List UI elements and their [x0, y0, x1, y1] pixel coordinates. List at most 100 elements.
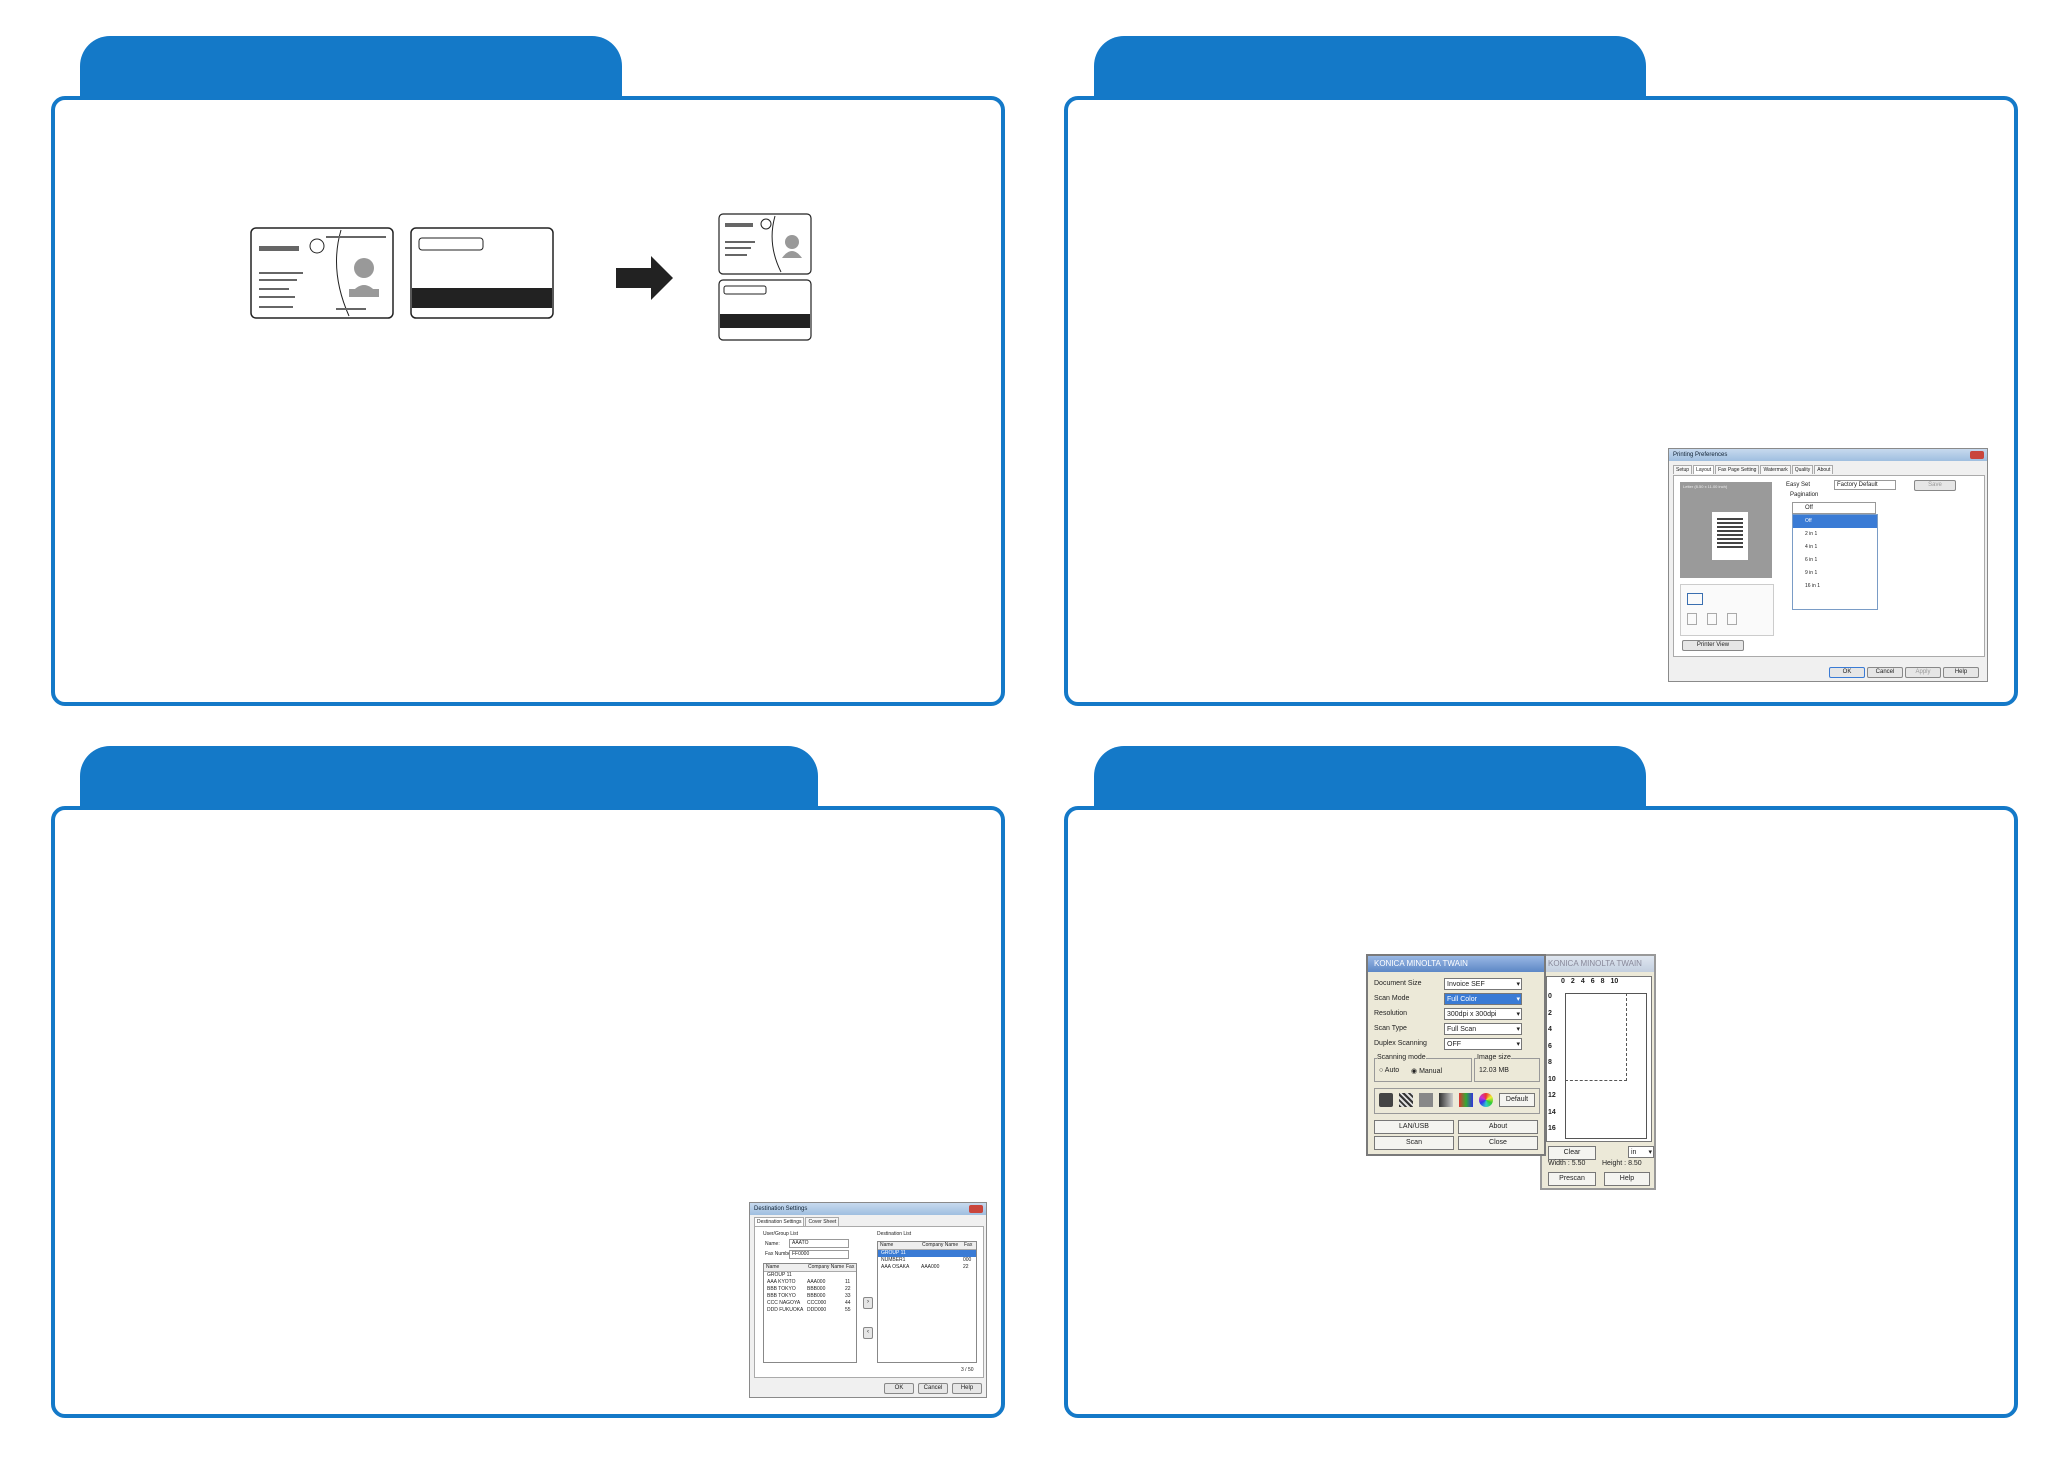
pagination-option[interactable]: Off	[1793, 515, 1877, 528]
unit-select[interactable]: in	[1628, 1146, 1654, 1158]
width-readout: Width : 5.50	[1548, 1160, 1586, 1167]
tab-body: Letter (8.50 x 11.00 inch) Printer View …	[1673, 475, 1985, 657]
destination-count: 3 / 50	[961, 1367, 974, 1373]
image-size-group: Image size 12.03 MB	[1474, 1054, 1540, 1082]
close-icon[interactable]	[969, 1205, 983, 1213]
scan-button[interactable]: Scan	[1374, 1136, 1454, 1150]
scan-mode-label: Scan Mode	[1374, 995, 1410, 1002]
tab-body: User/Group List Name: AAATO Fax Number: …	[754, 1226, 984, 1378]
pagination-option[interactable]: 6 in 1	[1805, 557, 1818, 563]
close-icon[interactable]	[1970, 451, 1984, 459]
sharpness-icon[interactable]	[1399, 1093, 1413, 1107]
prescan-button[interactable]: Prescan	[1548, 1172, 1596, 1186]
window-title: Printing Preferences	[1673, 452, 1728, 458]
help-button[interactable]: Help	[1604, 1172, 1650, 1186]
pagination-option[interactable]: 2 in 1	[1805, 531, 1818, 537]
auto-radio[interactable]: ○ Auto	[1379, 1067, 1400, 1074]
save-button[interactable]: Save	[1914, 480, 1956, 491]
clear-button[interactable]: Clear	[1548, 1146, 1596, 1160]
column-header[interactable]: Fax	[964, 1242, 973, 1248]
id-card-front-small-icon	[718, 213, 812, 275]
easy-set-select[interactable]: Factory Default	[1834, 480, 1896, 490]
printer-icon	[1687, 593, 1703, 605]
magnetic-stripe-card-small-icon	[718, 279, 812, 341]
pagination-option[interactable]: 4 in 1	[1805, 544, 1818, 550]
apply-button[interactable]: Apply	[1905, 667, 1941, 678]
tab-about[interactable]: About	[1814, 465, 1834, 474]
density-icon[interactable]	[1439, 1093, 1453, 1107]
tab-destination-settings[interactable]: Destination Settings	[754, 1217, 805, 1226]
right-arrow-icon	[616, 256, 673, 300]
fax-number-label: Fax Number:	[765, 1251, 794, 1257]
window-title: Destination Settings	[754, 1206, 808, 1212]
ok-button[interactable]: OK	[884, 1383, 914, 1394]
default-button[interactable]: Default	[1499, 1093, 1535, 1107]
column-header[interactable]: Name	[766, 1264, 780, 1270]
document-size-label: Document Size	[1374, 980, 1422, 987]
pagination-select[interactable]: Off	[1792, 502, 1876, 514]
duplex-scanning-select[interactable]: OFF	[1444, 1038, 1522, 1050]
close-button[interactable]: Close	[1458, 1136, 1538, 1150]
ok-button[interactable]: OK	[1829, 667, 1865, 678]
name-field[interactable]: AAATO	[789, 1239, 849, 1248]
add-button[interactable]: ›	[863, 1297, 873, 1309]
image-adjust-toolbar: Default	[1374, 1088, 1540, 1114]
color-wheel-icon[interactable]	[1479, 1093, 1493, 1107]
printer-view-button[interactable]: Printer View	[1682, 640, 1744, 651]
column-header[interactable]: Company Name	[808, 1264, 845, 1270]
tab-fax-page-setting[interactable]: Fax Page Setting	[1715, 465, 1760, 474]
easy-set-label: Easy Set	[1786, 482, 1811, 488]
id-card-illustration	[250, 213, 812, 341]
list-item[interactable]: GROUP 11	[767, 1272, 792, 1278]
column-header[interactable]: Fax	[846, 1264, 855, 1270]
scan-type-select[interactable]: Full Scan	[1444, 1023, 1522, 1035]
pagination-option[interactable]: 9 in 1	[1805, 570, 1818, 576]
cancel-button[interactable]: Cancel	[1867, 667, 1903, 678]
staple-icon	[1687, 613, 1697, 625]
color-balance-icon[interactable]	[1459, 1093, 1473, 1107]
document-size-select[interactable]: Invoice SEF	[1444, 978, 1522, 990]
lan-usb-button[interactable]: LAN/USB	[1374, 1120, 1454, 1134]
column-header[interactable]: Name	[880, 1242, 894, 1248]
window-titlebar: Printing Preferences	[1669, 449, 1987, 461]
scan-mode-select[interactable]: Full Color	[1444, 993, 1522, 1005]
page-preview: Letter (8.50 x 11.00 inch)	[1680, 482, 1772, 578]
pagination-option[interactable]: 16 in 1	[1805, 583, 1821, 589]
background-icon[interactable]	[1419, 1093, 1433, 1107]
cancel-button[interactable]: Cancel	[918, 1383, 948, 1394]
fax-number-field[interactable]: FF0000	[789, 1250, 849, 1259]
page-thumbnail	[1712, 512, 1748, 560]
tab-watermark[interactable]: Watermark	[1760, 465, 1791, 474]
panel-tab-top-left	[80, 36, 622, 102]
remove-button[interactable]: ‹	[863, 1327, 873, 1339]
scan-area	[1565, 993, 1627, 1081]
punch-icon	[1707, 613, 1717, 625]
resolution-select[interactable]: 300dpi x 300dpi	[1444, 1008, 1522, 1020]
help-button[interactable]: Help	[1943, 667, 1979, 678]
scan-type-label: Scan Type	[1374, 1025, 1407, 1032]
help-button[interactable]: Help	[952, 1383, 982, 1394]
column-header[interactable]: Company Name	[922, 1242, 959, 1248]
image-size-value: 12.03 MB	[1479, 1067, 1509, 1074]
tab-setup[interactable]: Setup	[1673, 465, 1693, 474]
about-button[interactable]: About	[1458, 1120, 1538, 1134]
tab-quality[interactable]: Quality	[1791, 465, 1814, 474]
tab-layout[interactable]: Layout	[1693, 465, 1715, 474]
manual-radio[interactable]: ◉ Manual	[1411, 1068, 1443, 1075]
tab-cover-sheet[interactable]: Cover Sheet	[805, 1217, 840, 1226]
list-item[interactable]: GROUP 11	[878, 1250, 976, 1257]
contrast-icon[interactable]	[1379, 1093, 1393, 1107]
